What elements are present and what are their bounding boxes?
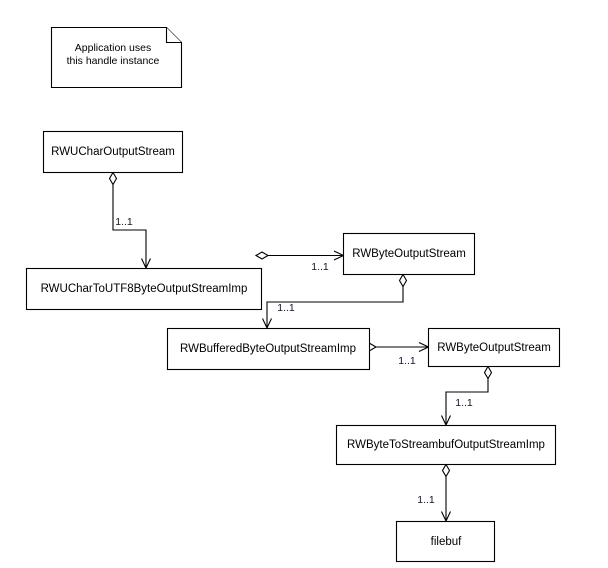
multiplicity-label: 1..1 xyxy=(311,261,329,273)
class-box-rect[interactable] xyxy=(427,327,561,368)
class-box-rect[interactable] xyxy=(42,130,184,174)
class-box-label: RWByteOutputStream xyxy=(437,342,551,354)
class-box-label: RWUCharOutputStream xyxy=(51,146,175,158)
class-box-label: RWByteOutputStream xyxy=(352,248,466,260)
multiplicity-label: 1..1 xyxy=(417,494,435,506)
class-box-rwbyteoutputstream-upper[interactable]: RWByteOutputStream xyxy=(342,232,476,276)
association-rwbytetostreambufoutputstreamimp-to-filebuf: 1..1 xyxy=(417,463,451,523)
class-box-label: RWByteToStreambufOutputStreamImp xyxy=(347,439,545,451)
association-rwucharoutputstream-to-rwuchartoutf8byteoutputstreamimp: 1..1 xyxy=(108,171,151,270)
class-box-rwbytetostreambufoutputstreamimp[interactable]: RWByteToStreambufOutputStreamImp xyxy=(335,424,557,466)
multiplicity-label: 1..1 xyxy=(277,302,295,314)
note-application-uses: Application uses this handle instance xyxy=(50,26,183,89)
class-box-filebuf[interactable]: filebuf xyxy=(395,520,496,563)
note-line-1: Application uses xyxy=(75,42,151,54)
aggregation-diamond-icon xyxy=(483,365,493,380)
aggregation-diamond-icon xyxy=(398,273,408,288)
class-box-rwuchartoutf8byteoutputstreamimp[interactable]: RWUCharToUTF8ByteOutputStreamImp xyxy=(25,267,263,311)
class-box-rect[interactable] xyxy=(335,424,557,466)
note-fold-corner xyxy=(165,27,182,44)
class-box-label: RWBufferedByteOutputStreamImp xyxy=(180,343,356,355)
class-box-label: filebuf xyxy=(431,536,462,548)
association-rwuchartoutf8byteoutputstreamimp-to-rwbyteoutputstream: 1..1 xyxy=(254,250,345,273)
association-rwbyteoutputstream-to-rwbufferedbyteoutputstreamimp: 1..1 xyxy=(262,273,408,330)
multiplicity-label: 1..1 xyxy=(455,397,473,409)
multiplicity-label: 1..1 xyxy=(398,355,416,367)
aggregation-diamond-icon xyxy=(254,251,270,260)
connector-line xyxy=(112,184,147,267)
class-box-rect[interactable] xyxy=(25,267,263,311)
association-rwbyteoutputstream-to-rwbytetostreambufoutputstreamimp: 1..1 xyxy=(441,365,493,427)
note-shape xyxy=(50,26,183,89)
class-box-rwbyteoutputstream-lower[interactable]: RWByteOutputStream xyxy=(427,327,561,368)
class-box-rwucharoutputstream[interactable]: RWUCharOutputStream xyxy=(42,130,184,174)
class-box-rwbufferedbyteoutputstreamimp[interactable]: RWBufferedByteOutputStreamImp xyxy=(166,327,371,371)
aggregation-diamond-icon xyxy=(441,463,451,478)
class-box-rect[interactable] xyxy=(166,327,371,371)
association-rwbufferedbyteoutputstreamimp-to-rwbyteoutputstream: 1..1 xyxy=(362,342,430,367)
class-box-rect[interactable] xyxy=(342,232,476,276)
note-line-2: this handle instance xyxy=(67,55,160,67)
connector-line xyxy=(266,286,404,327)
multiplicity-label: 1..1 xyxy=(115,216,133,228)
aggregation-diamond-icon xyxy=(108,171,118,186)
class-box-rect[interactable] xyxy=(395,520,496,563)
class-box-label: RWUCharToUTF8ByteOutputStreamImp xyxy=(41,283,248,295)
connector-line xyxy=(445,378,489,424)
